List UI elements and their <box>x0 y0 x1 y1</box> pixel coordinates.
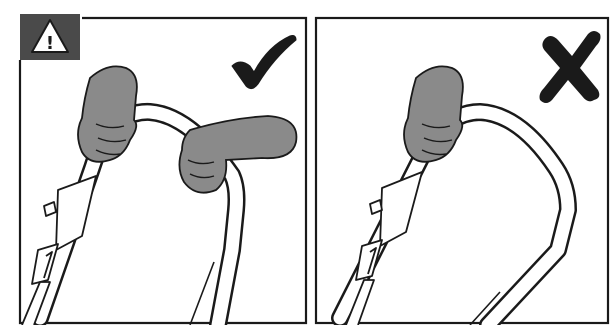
check-mark-icon <box>231 35 297 90</box>
panel-frame-right <box>314 16 610 325</box>
warning-exclamation: ! <box>46 33 54 54</box>
handle-control-box-left <box>21 175 97 325</box>
panel-incorrect <box>314 16 610 325</box>
warning-triangle-icon <box>31 19 69 53</box>
glove-right-hand <box>178 115 298 194</box>
handle-control-box-right <box>345 171 423 325</box>
panel-correct <box>18 16 308 325</box>
panel-frame-left <box>18 16 308 325</box>
cross-mark-icon <box>539 31 601 103</box>
warning-badge: ! <box>20 14 80 60</box>
glove-left-hand <box>77 65 138 163</box>
glove-single-hand <box>403 65 464 163</box>
